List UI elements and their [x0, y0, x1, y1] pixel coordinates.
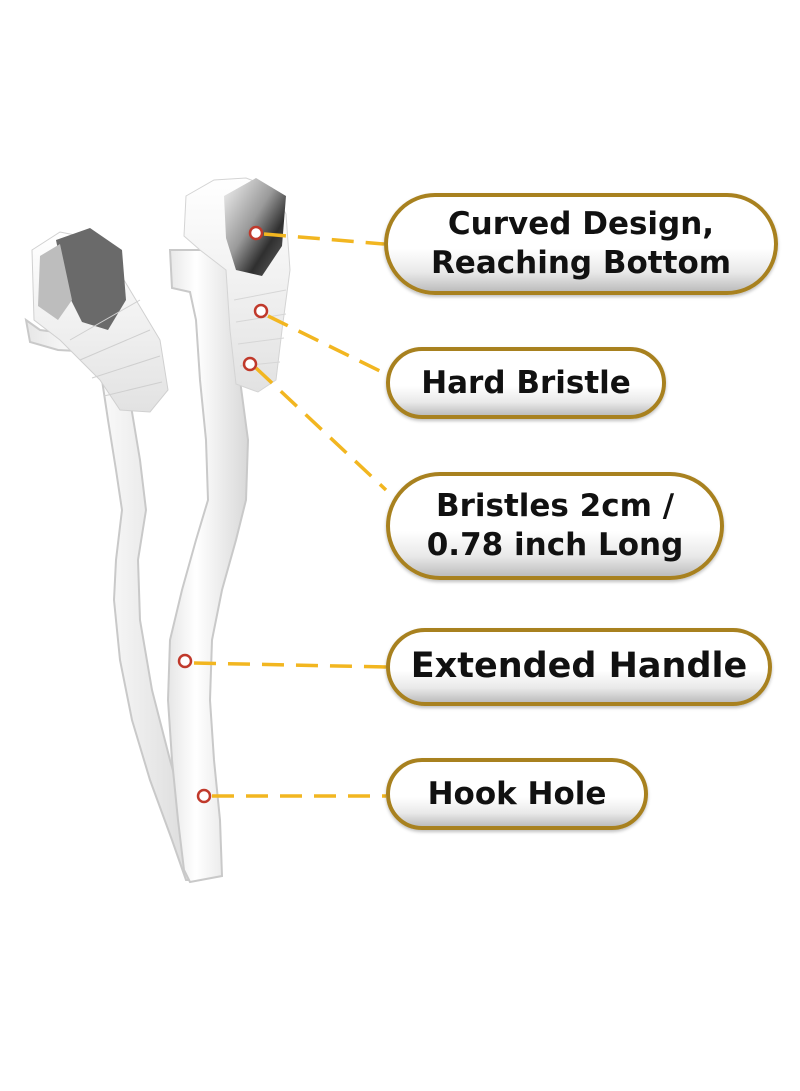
leader-bristle-length	[254, 366, 388, 492]
leader-curved-design	[263, 232, 385, 246]
callout-bristle-length-line-2: 0.78 inch Long	[426, 527, 684, 563]
callout-hard-bristle-line-1: Hard Bristle	[421, 364, 631, 401]
leader-hard-bristle	[267, 314, 387, 376]
marker-hard-bristle	[253, 303, 269, 319]
callout-extended-handle-line-1: Extended Handle	[410, 646, 748, 687]
callout-hook-hole-line-1: Hook Hole	[427, 775, 607, 812]
callout-curved-design-line-1: Curved Design,	[447, 206, 715, 243]
callout-curved-design: Curved Design, Reaching Bottom	[384, 193, 778, 295]
back-brush-bristles-gray	[38, 244, 72, 320]
callout-hook-hole: Hook Hole	[386, 758, 648, 830]
back-bristle-strands	[69, 299, 163, 397]
leader-extended-handle	[193, 661, 387, 669]
back-brush-handle	[24, 317, 202, 881]
marker-curved-design	[248, 225, 264, 241]
callout-hard-bristle: Hard Bristle	[386, 347, 666, 419]
marker-hook-hole	[196, 788, 212, 804]
feature-markers	[177, 225, 269, 804]
callout-bristle-length: Bristles 2cm / 0.78 inch Long	[386, 472, 724, 580]
front-brush	[166, 177, 291, 884]
back-brush	[24, 228, 202, 881]
leader-lines	[193, 232, 388, 798]
marker-extended-handle	[177, 653, 193, 669]
marker-bristle-length	[242, 356, 258, 372]
back-brush-bristles-dark	[56, 228, 126, 330]
front-brush-handle	[166, 249, 250, 884]
callout-bristle-length-line-1: Bristles 2cm /	[435, 488, 675, 525]
callout-curved-design-line-2: Reaching Bottom	[430, 245, 732, 281]
callout-extended-handle: Extended Handle	[386, 628, 772, 706]
